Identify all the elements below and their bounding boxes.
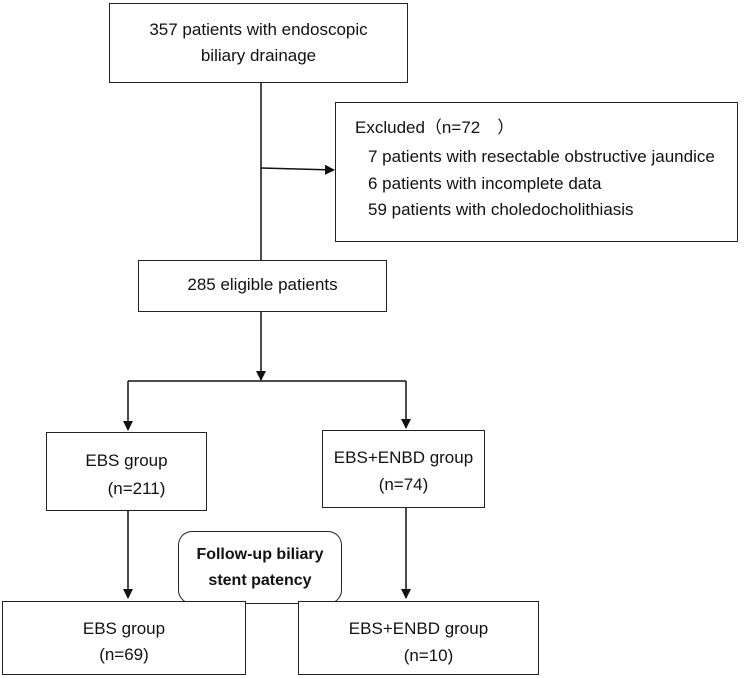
arrow-to-excluded: [260, 164, 335, 175]
start-line2: biliary drainage: [200, 46, 317, 65]
ebs-group-n: (n=211): [107, 479, 166, 498]
ebs-enbd-final-box: [298, 601, 539, 675]
followup-box: [178, 531, 342, 604]
ebs-final-n: (n=69): [99, 645, 149, 664]
ebs-group-label: EBS group: [85, 451, 168, 470]
eligible-label: 285 eligible patients: [187, 275, 338, 294]
start-box: [109, 3, 408, 83]
excluded-box: [335, 102, 738, 242]
excluded-item-choledocholithiasis: 59 patients with choledocholithiasis: [368, 200, 634, 219]
excluded-title: Excluded（n=72 ）: [355, 118, 515, 137]
excluded-item-incomplete: 6 patients with incomplete data: [368, 174, 602, 193]
ebs-final-box: [2, 601, 246, 675]
ebs-enbd-group-box: [322, 430, 485, 508]
followup-line1: Follow-up biliary: [196, 546, 324, 563]
start-line1: 357 patients with endoscopic: [149, 20, 368, 39]
excluded-item-resectable: 7 patients with resectable obstructive j…: [368, 147, 715, 166]
followup-line2: stent patency: [208, 572, 312, 589]
eligible-box: [138, 260, 387, 312]
ebs-final-label: EBS group: [82, 619, 166, 638]
ebs-enbd-final-n: (n=10): [403, 646, 454, 665]
ebs-enbd-final-label: EBS+ENBD group: [348, 619, 489, 638]
ebs-group-box: [46, 432, 207, 511]
ebs-enbd-group-n: (n=74): [378, 475, 429, 494]
ebs-enbd-group-label: EBS+ENBD group: [333, 448, 474, 467]
